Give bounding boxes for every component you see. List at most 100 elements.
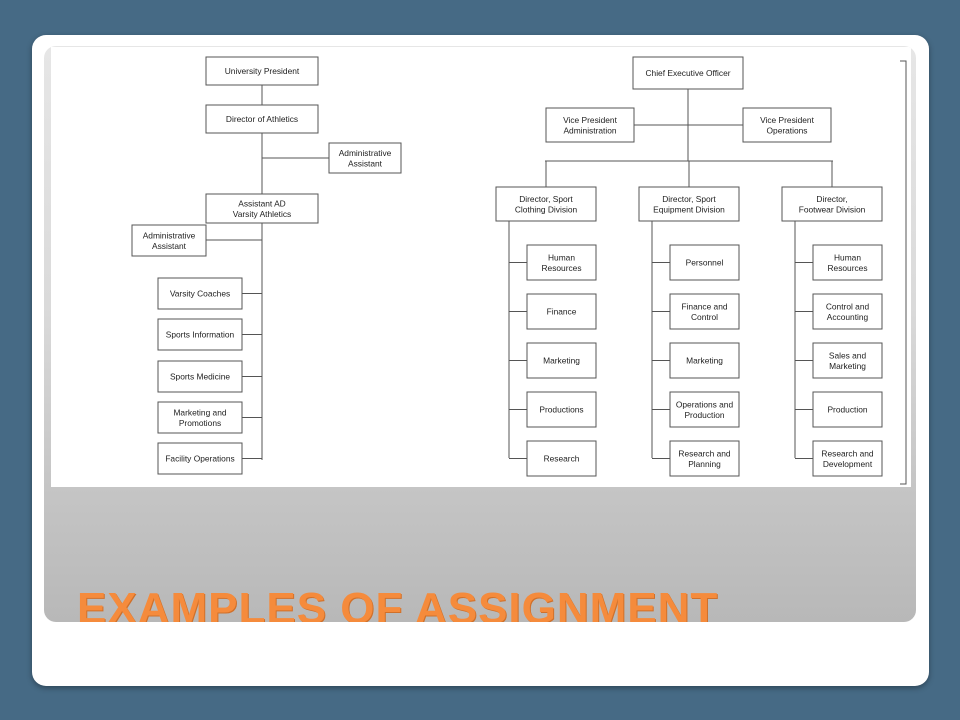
division-1-unit-box-4-frame: [526, 391, 597, 428]
division-3-unit-box-3-frame: [812, 342, 883, 379]
division-box-1-label: Clothing Division: [515, 204, 578, 214]
division-2-unit-box-4-label: Operations and: [676, 399, 734, 409]
athletics-unit-box-4-frame: [157, 401, 243, 434]
division-3-unit-box-4-frame: [812, 391, 883, 428]
division-3-unit-box-3-label: Marketing: [829, 361, 866, 371]
assistant-ad-box-label: Varsity Athletics: [233, 209, 292, 219]
division-1-unit-box-1-label: Human: [548, 252, 575, 262]
division-3-unit-box-2-label: Accounting: [827, 312, 869, 322]
division-1-unit-box-3-label: Marketing: [543, 356, 580, 366]
athletics-unit-box-3-label: Sports Medicine: [170, 372, 230, 382]
division-2-unit-box-5-label: Planning: [688, 459, 721, 469]
division-box-3-label: Director,: [816, 194, 847, 204]
athletics-unit-box-1-label: Varsity Coaches: [170, 289, 230, 299]
division-1-unit-box-4: Productions: [526, 391, 597, 428]
division-2-unit-box-2-frame: [669, 293, 740, 330]
connector-lines: [206, 85, 833, 460]
athletics-unit-box-5: Facility Operations: [157, 442, 243, 475]
university-president-box-frame: [205, 56, 319, 86]
division-3-unit-box-1-label: Resources: [827, 263, 867, 273]
admin-assistant-box-2-frame: [131, 224, 207, 257]
division-2-unit-box-2-label: Finance and: [681, 301, 727, 311]
university-president-box-label: University President: [225, 66, 300, 76]
division-2-unit-box-1-frame: [669, 244, 740, 281]
vp-operations-box-label: Vice President: [760, 115, 815, 125]
division-1-unit-box-5-label: Research: [544, 454, 580, 464]
ceo-box-frame: [632, 56, 744, 90]
director-of-athletics-box-label: Director of Athletics: [226, 114, 298, 124]
division-3-unit-box-5-label: Development: [823, 459, 873, 469]
slide-title: EXAMPLES OF ASSIGNMENT: [77, 584, 719, 623]
admin-assistant-box-1-label: Administrative: [339, 148, 392, 158]
division-2-unit-box-4-label: Production: [684, 410, 724, 420]
athletics-unit-box-3: Sports Medicine: [157, 360, 243, 393]
division-2-unit-box-5-frame: [669, 440, 740, 477]
division-3-unit-box-2-frame: [812, 293, 883, 330]
division-1-unit-box-2-frame: [526, 293, 597, 330]
vp-administration-box-label: Administration: [563, 125, 616, 135]
vp-operations-box-label: Operations: [767, 125, 808, 135]
ceo-box-label: Chief Executive Officer: [645, 68, 730, 78]
athletics-unit-box-2: Sports Information: [157, 318, 243, 351]
athletics-unit-box-1: Varsity Coaches: [157, 277, 243, 310]
division-2-unit-box-5-label: Research and: [678, 448, 730, 458]
division-3-unit-box-2-label: Control and: [826, 301, 870, 311]
division-1-unit-box-2: Finance: [526, 293, 597, 330]
division-3-unit-box-4-label: Production: [827, 405, 867, 415]
division-1-unit-box-5: Research: [526, 440, 597, 477]
director-of-athletics-box-frame: [205, 104, 319, 134]
division-3-unit-box-5-frame: [812, 440, 883, 477]
admin-assistant-box-1-frame: [328, 142, 402, 174]
admin-assistant-box-2-label: Assistant: [152, 241, 187, 251]
division-1-unit-box-3: Marketing: [526, 342, 597, 379]
assistant-ad-box-frame: [205, 193, 319, 224]
athletics-unit-box-2-label: Sports Information: [166, 330, 235, 340]
division-2-unit-box-3-label: Marketing: [686, 356, 723, 366]
athletics-unit-box-5-label: Facility Operations: [165, 454, 234, 464]
division-3-unit-box-3-label: Sales and: [829, 350, 867, 360]
division-1-unit-box-1-label: Resources: [541, 263, 581, 273]
ceo-box: Chief Executive Officer: [632, 56, 744, 90]
division-1-unit-box-4-label: Productions: [539, 405, 583, 415]
division-box-3-frame: [781, 186, 883, 222]
division-box-1-frame: [495, 186, 597, 222]
division-3-unit-box-5-label: Research and: [821, 448, 873, 458]
athletics-unit-box-1-frame: [157, 277, 243, 310]
division-box-3: Director,Footwear Division: [781, 186, 883, 222]
division-1-unit-box-5-frame: [526, 440, 597, 477]
admin-assistant-box-1-label: Assistant: [348, 158, 383, 168]
division-2-unit-box-1-label: Personnel: [686, 258, 724, 268]
division-2-unit-box-2-label: Control: [691, 312, 718, 322]
division-1-unit-box-1-frame: [526, 244, 597, 281]
university-president-box: University President: [205, 56, 319, 86]
division-2-unit-box-4-frame: [669, 391, 740, 428]
division-box-1-label: Director, Sport: [519, 194, 573, 204]
division-box-3-label: Footwear Division: [799, 204, 866, 214]
division-box-2-label: Equipment Division: [653, 204, 725, 214]
division-3-unit-box-4: Production: [812, 391, 883, 428]
division-1-unit-box-3-frame: [526, 342, 597, 379]
vp-operations-box-frame: [742, 107, 832, 143]
division-2-unit-box-3-frame: [669, 342, 740, 379]
athletics-unit-box-4-label: Promotions: [179, 418, 221, 428]
athletics-unit-box-2-frame: [157, 318, 243, 351]
division-1-unit-box-2-label: Finance: [547, 307, 577, 317]
division-box-2-frame: [638, 186, 740, 222]
